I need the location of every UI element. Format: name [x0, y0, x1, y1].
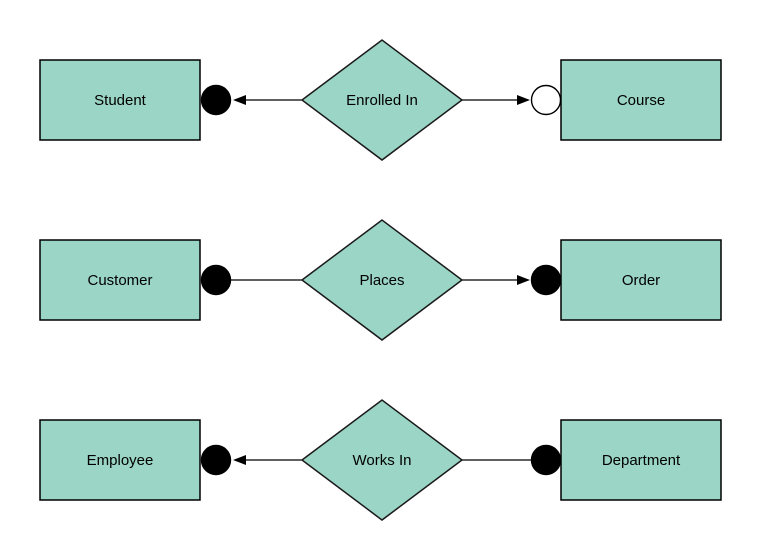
entity-label-course: Course: [617, 92, 665, 109]
entity-label-employee: Employee: [87, 452, 154, 469]
entity-course[interactable]: [560, 59, 722, 141]
terminal-filled-circle-department[interactable]: [530, 444, 562, 476]
arrowhead-left-icon: [233, 95, 246, 105]
entity-employee[interactable]: [39, 419, 201, 501]
entity-order[interactable]: [560, 239, 722, 321]
entity-label-department: Department: [602, 452, 681, 469]
entity-label-student: Student: [94, 92, 147, 109]
terminal-filled-circle-customer[interactable]: [200, 264, 232, 296]
er-row-employee-department: Employee Works In Department: [39, 399, 722, 521]
er-row-customer-order: Customer Places Order: [39, 219, 722, 341]
arrowhead-right-icon: [517, 95, 530, 105]
entity-label-customer: Customer: [87, 272, 152, 289]
arrowhead-left-icon: [233, 455, 246, 465]
terminal-filled-circle-order[interactable]: [530, 264, 562, 296]
entity-label-order: Order: [622, 272, 660, 289]
entity-customer[interactable]: [39, 239, 201, 321]
entity-department[interactable]: [560, 419, 722, 501]
relationship-label-enrolled-in: Enrolled In: [346, 92, 418, 109]
terminal-filled-circle-employee[interactable]: [200, 444, 232, 476]
er-row-student-course: Student Enrolled In Course: [39, 39, 722, 161]
terminal-open-circle-course[interactable]: [530, 84, 562, 116]
terminal-filled-circle-student[interactable]: [200, 84, 232, 116]
relationship-label-places: Places: [359, 272, 404, 289]
relationship-label-works-in: Works In: [353, 452, 412, 469]
entity-student[interactable]: [39, 59, 201, 141]
arrowhead-right-icon: [517, 275, 530, 285]
